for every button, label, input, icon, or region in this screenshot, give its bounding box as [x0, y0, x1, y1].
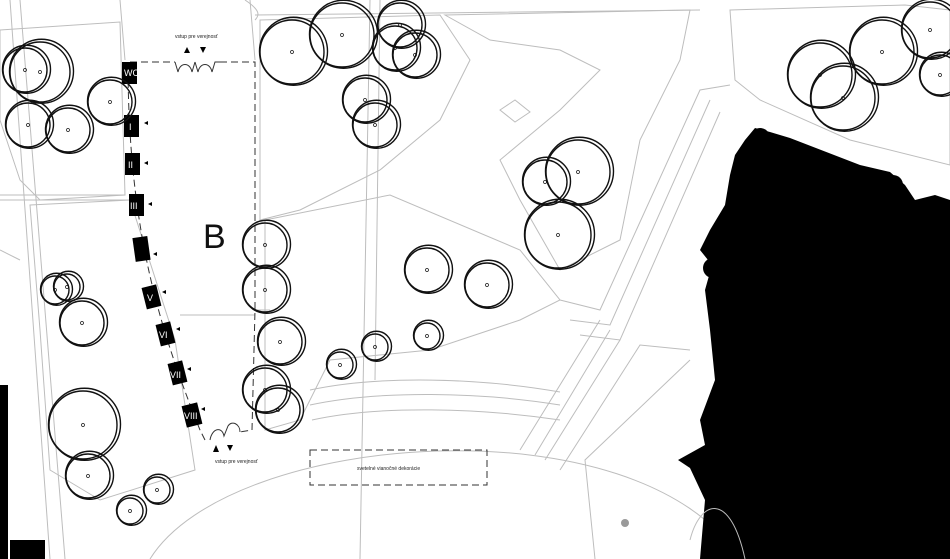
tree: [256, 316, 307, 366]
tree: [848, 16, 919, 86]
decoration-label: svetelné vianočné dekorácie: [357, 466, 420, 472]
marker-dot: [621, 519, 629, 527]
stall-7[interactable]: VII: [167, 360, 191, 386]
svg-text:VII: VII: [170, 370, 181, 380]
svg-text:V: V: [147, 293, 153, 303]
svg-text:VI: VI: [159, 330, 168, 340]
svg-text:I: I: [129, 122, 132, 132]
tree: [241, 264, 292, 314]
stall-5[interactable]: V: [141, 284, 166, 310]
tree: [4, 99, 55, 149]
stall-wc[interactable]: WC: [122, 62, 139, 84]
tree: [544, 136, 615, 206]
tree: [64, 450, 115, 500]
building-edge: [0, 385, 8, 559]
svg-text:II: II: [128, 160, 133, 170]
stall-8[interactable]: VIII: [181, 402, 205, 428]
svg-text:WC: WC: [124, 68, 139, 78]
building-edge: [10, 540, 45, 559]
stalls: WC I II III V VI VII VIII: [122, 62, 205, 428]
stall-1[interactable]: I: [124, 115, 148, 137]
hatched-zone: [264, 194, 561, 431]
entrance-arrow-up-icon: [184, 47, 190, 53]
svg-text:III: III: [130, 201, 138, 211]
tree: [39, 272, 74, 306]
tree: [258, 16, 329, 86]
tree: [1, 44, 52, 94]
entrance-gate-top: [174, 61, 220, 73]
tree: [341, 74, 392, 124]
tree: [403, 244, 454, 294]
stall-2[interactable]: II: [125, 153, 148, 175]
entrance-arrow-up-icon: [213, 445, 219, 452]
stall-6[interactable]: VI: [155, 321, 180, 347]
tree: [58, 297, 109, 347]
tree: [391, 29, 442, 79]
tree: [412, 319, 445, 351]
tree: [254, 384, 305, 434]
tree: [360, 330, 393, 362]
tree: [351, 99, 402, 149]
zone-label: B: [203, 218, 226, 256]
entrance-gate-bottom: [209, 422, 241, 441]
trees: [1, 0, 950, 526]
tree: [52, 270, 85, 302]
tree: [142, 473, 175, 505]
building-tower: [883, 175, 903, 195]
entrance-bottom-label: vstup pre verejnosť: [215, 459, 258, 465]
tree: [241, 219, 292, 269]
context-lines: [0, 0, 741, 559]
svg-text:VIII: VIII: [184, 411, 198, 421]
tree: [325, 348, 358, 380]
tree: [523, 198, 596, 270]
entrance-arrow-down-icon: [227, 445, 233, 451]
building: [678, 128, 950, 559]
tree: [44, 104, 95, 154]
hatched-zones: [0, 4, 950, 501]
decoration-area: [309, 449, 488, 486]
hatched-zone: [443, 9, 691, 271]
entrance-top-label: vstup pre verejnosť: [175, 34, 218, 40]
tree: [809, 62, 880, 132]
tree: [308, 0, 379, 69]
tree: [115, 494, 148, 526]
tree: [47, 387, 122, 461]
hatched-zone: [29, 199, 196, 501]
building-tower: [750, 128, 770, 148]
stall-3[interactable]: III: [129, 194, 152, 216]
tree: [86, 76, 137, 126]
building-tower: [703, 258, 723, 278]
tree: [918, 51, 950, 97]
tree: [463, 259, 514, 309]
stall-4[interactable]: [132, 236, 157, 262]
tree: [376, 0, 427, 49]
hatched-zone: [259, 14, 471, 221]
entrance-arrow-down-icon: [200, 47, 206, 53]
